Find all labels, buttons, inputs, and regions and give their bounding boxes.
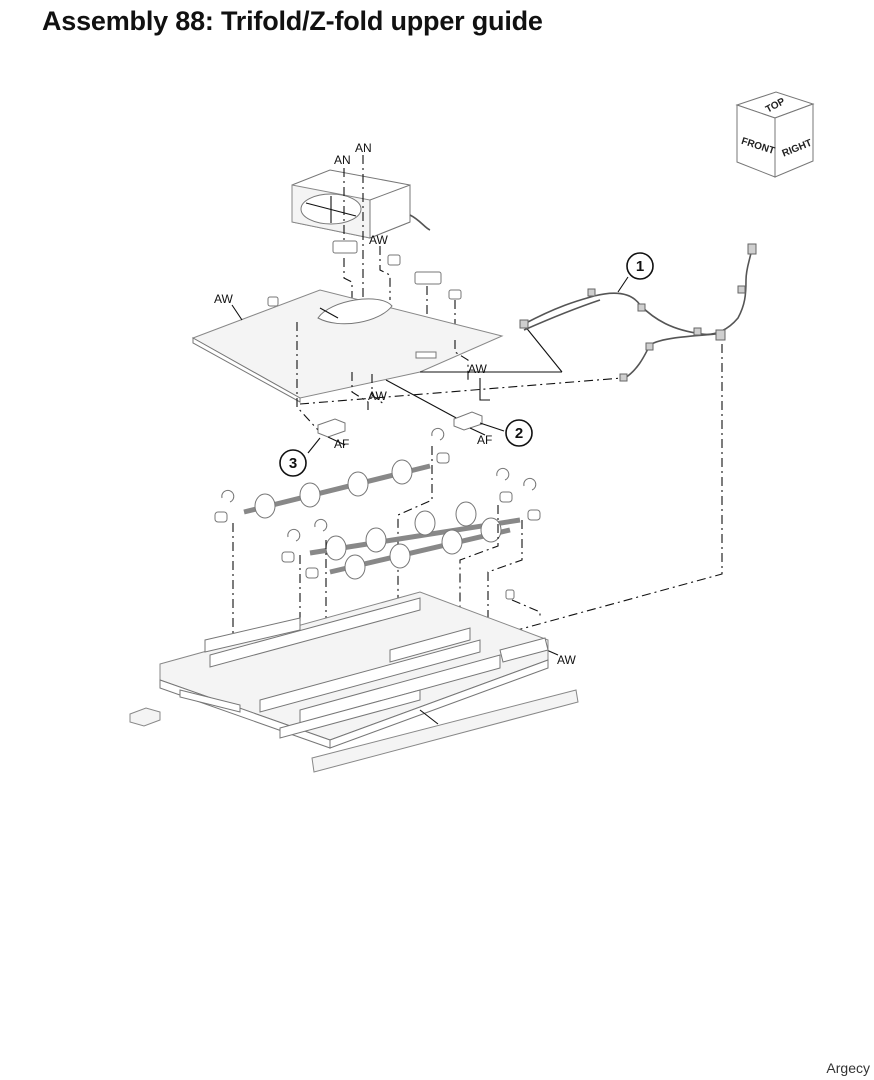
- sensor-right: [453, 411, 486, 436]
- orientation-cube: TOP FRONT RIGHT: [735, 91, 815, 178]
- cooling-fan: [291, 169, 431, 239]
- label-aw-frame: AW: [557, 653, 577, 667]
- shaft-clips-lower: [281, 467, 541, 600]
- upper-roller-shaft: [243, 459, 431, 519]
- label-aw-mid: AW: [368, 389, 388, 403]
- frame-pad: [129, 707, 161, 727]
- lower-roller-shaft: [329, 517, 511, 580]
- label-aw-left: AW: [214, 292, 234, 306]
- bottom-guide-strip: [311, 689, 579, 773]
- label-af-right: AF: [477, 433, 492, 447]
- page-title: Assembly 88: Trifold/Z-fold upper guide: [42, 6, 543, 36]
- shaft-clips-upper: [214, 427, 450, 523]
- label-aw-right: AW: [468, 362, 488, 376]
- callout-1: 1: [626, 252, 654, 280]
- callout-3: 3: [279, 449, 307, 477]
- upper-guide-plate: [191, 289, 504, 403]
- fan-clips: [267, 240, 462, 307]
- label-aw-fan: AW: [369, 233, 389, 247]
- label-an-2: AN: [334, 153, 351, 167]
- sensor-left: [317, 418, 346, 446]
- label-an-1: AN: [355, 141, 372, 155]
- callout-2: 2: [505, 419, 533, 447]
- lower-frame: [159, 591, 549, 749]
- callout-1-number: 1: [636, 258, 644, 275]
- credit-text: Argecy: [826, 1060, 870, 1076]
- middle-roller-shaft: [309, 501, 521, 561]
- callout-2-number: 2: [515, 425, 523, 442]
- callout-3-number: 3: [289, 455, 297, 472]
- wire-harness: [519, 243, 757, 382]
- label-af-left: AF: [334, 437, 349, 451]
